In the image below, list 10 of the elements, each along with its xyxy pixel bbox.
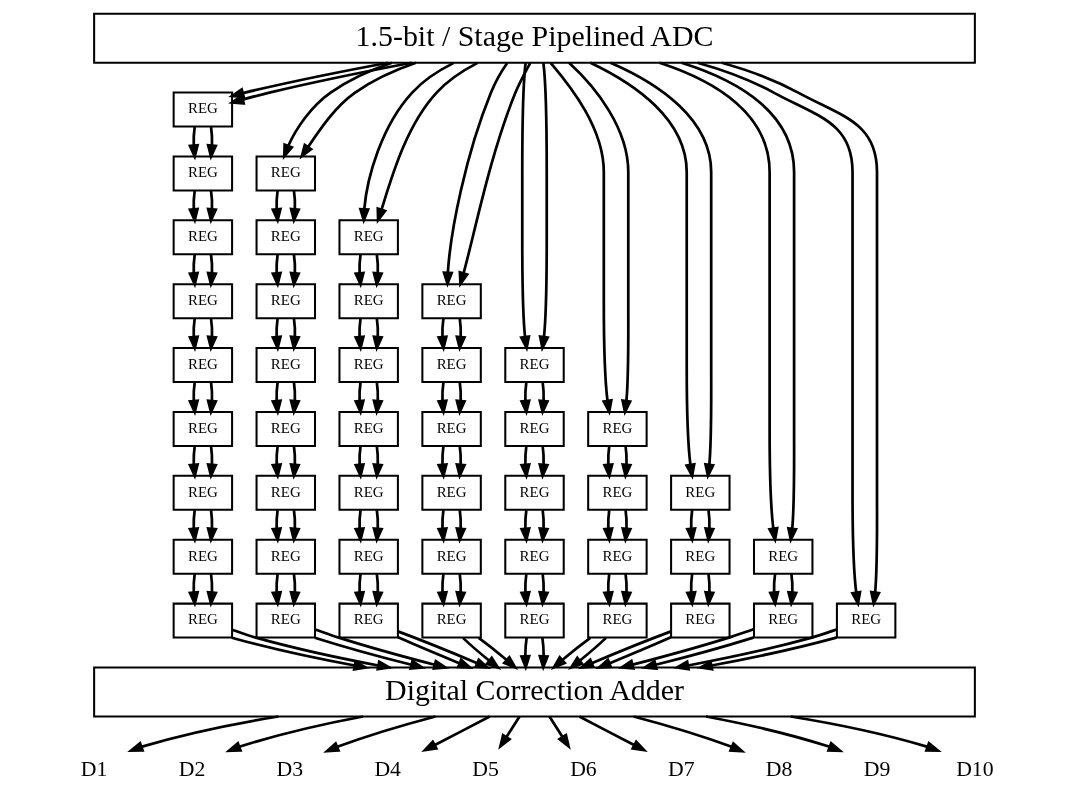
node-text: D7 xyxy=(667,756,695,781)
node-text: D2 xyxy=(178,756,205,781)
node-text: D1 xyxy=(80,756,107,781)
node-text: D5 xyxy=(471,756,499,781)
node-text: D3 xyxy=(276,756,303,781)
node-text: D4 xyxy=(373,756,401,781)
node-text: D9 xyxy=(863,756,890,781)
node-text: D8 xyxy=(765,756,792,781)
node-text: D6 xyxy=(569,756,597,781)
node-text: D10 xyxy=(955,756,994,781)
